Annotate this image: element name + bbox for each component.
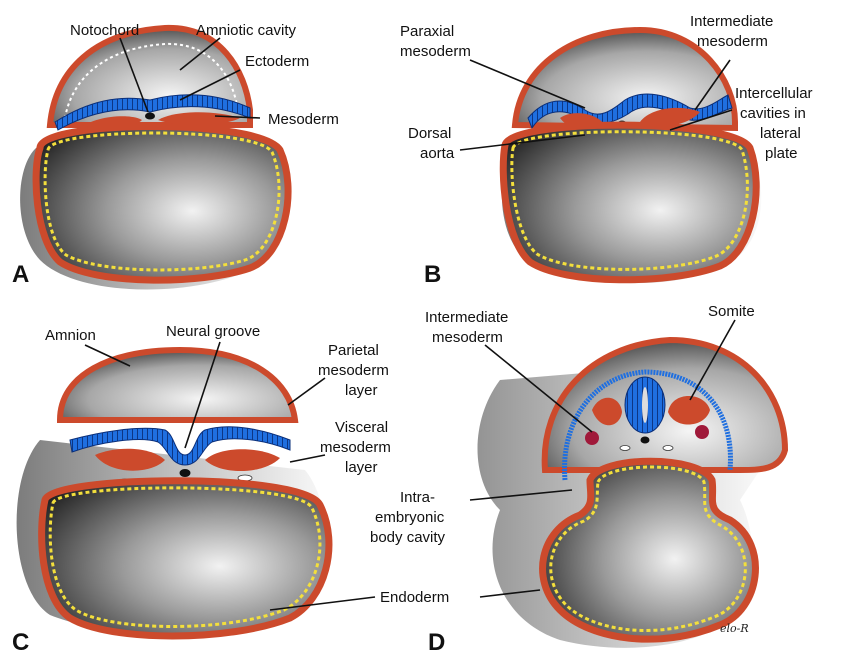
- panel-d-intermediate-right: [695, 425, 709, 439]
- panel-d-neural-canal: [642, 387, 648, 423]
- panel-letter-c: C: [12, 629, 29, 656]
- label-b-intermediate-2: mesoderm: [697, 33, 768, 50]
- panel-d-intermediate-left: [585, 431, 599, 445]
- panel-d-aorta-right: [663, 446, 673, 451]
- label-amnion: Amnion: [45, 327, 96, 344]
- panel-d: [478, 340, 786, 648]
- label-visceral-3: layer: [345, 459, 378, 476]
- label-dorsal-aorta-1: Dorsal: [408, 125, 451, 142]
- leader-c-parietal: [288, 378, 325, 405]
- artist-signature: elo-R: [720, 622, 749, 635]
- label-amniotic-cavity: Amniotic cavity: [196, 22, 297, 39]
- label-visceral-1: Visceral: [335, 419, 388, 436]
- label-intra-embryonic-2: embryonic: [375, 509, 445, 526]
- panel-d-notochord: [641, 437, 650, 444]
- label-d-intermediate-1: Intermediate: [425, 309, 508, 326]
- label-parietal-1: Parietal: [328, 342, 379, 359]
- label-somite: Somite: [708, 303, 755, 320]
- label-intercellular-1: Intercellular: [735, 85, 813, 102]
- panel-letter-b: B: [424, 261, 441, 288]
- label-notochord: Notochord: [70, 22, 139, 39]
- panel-letter-a: A: [12, 261, 29, 288]
- label-visceral-2: mesoderm: [320, 439, 391, 456]
- label-endoderm: Endoderm: [380, 589, 449, 606]
- panel-a-notochord: [145, 113, 155, 120]
- label-intercellular-4: plate: [765, 145, 798, 162]
- label-intercellular-2: cavities in: [740, 105, 806, 122]
- label-intra-embryonic-3: body cavity: [370, 529, 446, 546]
- panel-c: [17, 350, 329, 636]
- label-intercellular-3: lateral: [760, 125, 801, 142]
- label-parietal-3: layer: [345, 382, 378, 399]
- label-mesoderm: Mesoderm: [268, 111, 339, 128]
- panel-b: [502, 30, 761, 283]
- panel-d-aorta-left: [620, 446, 630, 451]
- label-paraxial-mesoderm-1: Paraxial: [400, 23, 454, 40]
- label-d-intermediate-2: mesoderm: [432, 329, 503, 346]
- label-ectoderm: Ectoderm: [245, 53, 309, 70]
- leader-c-visceral: [290, 455, 325, 462]
- label-paraxial-mesoderm-2: mesoderm: [400, 43, 471, 60]
- label-parietal-2: mesoderm: [318, 362, 389, 379]
- label-b-intermediate-1: Intermediate: [690, 13, 773, 30]
- label-neural-groove: Neural groove: [166, 323, 260, 340]
- label-dorsal-aorta-2: aorta: [420, 145, 455, 162]
- panel-letter-d: D: [428, 629, 445, 656]
- label-intra-embryonic-1: Intra-: [400, 489, 435, 506]
- panel-c-amnion-back: [60, 350, 295, 420]
- panel-c-notochord: [180, 469, 191, 477]
